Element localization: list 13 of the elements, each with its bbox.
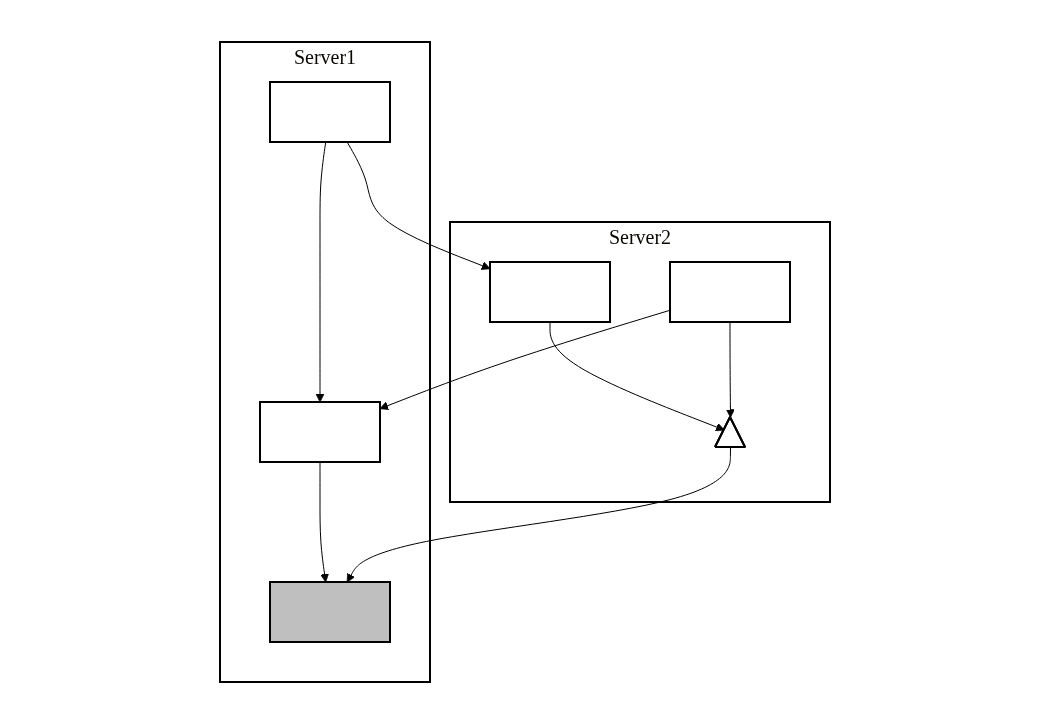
node-box [259, 401, 381, 463]
arrow [346, 447, 731, 583]
node-box [489, 261, 611, 323]
node-box [269, 581, 391, 643]
arrow [726, 321, 735, 418]
cluster: Server2 [449, 221, 831, 503]
arrow [346, 141, 491, 270]
arrow [315, 141, 327, 403]
cluster: Server1 [219, 41, 431, 683]
node-box [669, 261, 791, 323]
arrow [319, 461, 329, 583]
arrow [549, 321, 725, 432]
node-box [269, 81, 391, 143]
